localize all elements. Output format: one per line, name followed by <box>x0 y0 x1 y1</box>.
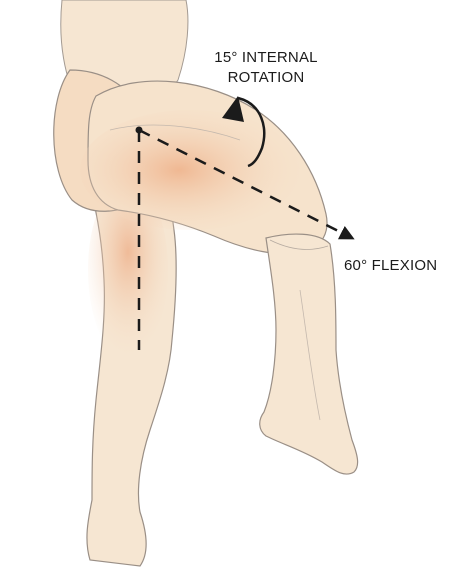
hip-pivot-dot <box>136 127 143 134</box>
raised-lower-leg <box>260 234 358 474</box>
flexion-label: 60° FLEXION <box>344 256 437 276</box>
internal-rotation-label: 15° INTERNAL ROTATION <box>196 48 336 88</box>
rotation-label-line1: 15° INTERNAL <box>196 48 336 68</box>
rotation-label-line2: ROTATION <box>196 68 336 88</box>
